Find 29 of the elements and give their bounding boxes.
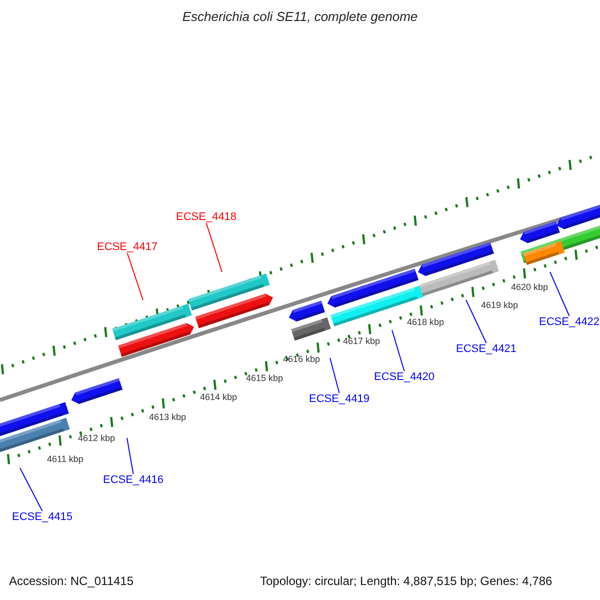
gene-label: ECSE_4416 — [103, 474, 164, 486]
leader-line — [20, 468, 43, 512]
gene-label: ECSE_4418 — [176, 211, 237, 224]
position-label: 4613 kbp — [149, 413, 186, 423]
position-label: 4617 kbp — [343, 337, 380, 347]
position-label: 4619 kbp — [481, 301, 518, 311]
leader-line — [330, 358, 340, 394]
position-label: 4614 kbp — [200, 393, 238, 403]
position-label: 4618 kbp — [407, 318, 444, 328]
position-label: 4611 kbp — [47, 455, 84, 465]
leader-line — [550, 272, 570, 316]
position-label: 4616 kbp — [283, 355, 320, 365]
gene-label: ECSE_4415 — [12, 511, 73, 524]
leader-line — [126, 438, 134, 474]
title: Escherichia coli SE11, complete genome — [181, 10, 419, 24]
leader-line — [126, 252, 144, 300]
leader-line — [206, 222, 222, 272]
gene-label: ECSE_4420 — [374, 371, 435, 384]
footer-text: Topology: circular; Length: 4,887,515 bp; Genes: 4,786 — [260, 575, 552, 588]
gene-label: ECSE_4422 — [539, 316, 600, 328]
gene-label: ECSE_4419 — [309, 393, 370, 406]
gene-label: ECSE_4421 — [456, 343, 517, 356]
leader-line — [392, 330, 405, 372]
leader-line — [466, 300, 487, 344]
footer-text: Accession: NC_011415 — [9, 575, 134, 588]
gene-label: ECSE_4417 — [97, 241, 158, 254]
position-label: 4615 kbp — [246, 374, 284, 384]
position-label: 4620 kbp — [511, 283, 548, 293]
position-label: 4612 kbp — [78, 434, 116, 444]
